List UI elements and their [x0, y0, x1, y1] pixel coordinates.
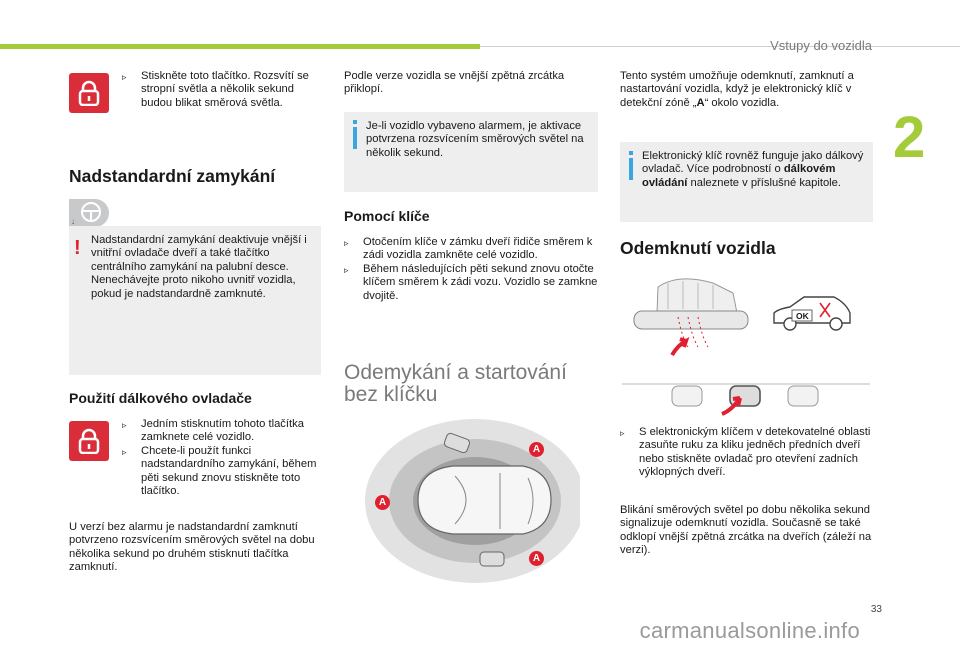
unlock-bullet: ▹ S elektronickým klíčem v detekovatelné… — [620, 426, 871, 479]
page-number: 33 — [870, 604, 882, 615]
unlock-heading: Odemknutí vozidla — [620, 238, 776, 258]
watermark: carmanualsonline.info — [639, 618, 860, 643]
deadlock-heading: Nadstandardní zamykání — [69, 166, 276, 186]
warning-icon: ! — [74, 237, 81, 259]
deadlock-warning-text: Nadstandardní zamykání deaktivuje vnější… — [91, 234, 307, 300]
key-heading: Pomocí klíče — [344, 208, 430, 224]
mirror-text: Podle verze vozidla se vnější zpětná zrc… — [344, 70, 565, 96]
remote-bullets: ▹Jedním stisknutím tohoto tlačítka zamkn… — [122, 418, 322, 498]
remote-info-box: Elektronický klíč rovněž funguje jako dá… — [620, 142, 873, 222]
ok-label: OK — [796, 311, 809, 321]
bullet-arrow-icon: ▹ — [122, 446, 127, 457]
unlock-final-text: Blikání směrových světel po dobu několik… — [620, 504, 872, 557]
list-item: ▹Chcete-li použít funkci nadstandardního… — [122, 444, 317, 498]
bullet-arrow-icon: ▹ — [620, 428, 625, 438]
info-icon — [353, 120, 357, 124]
lock-intro-bullet: ▹ Stiskněte toto tlačítko. Rozsvítí se s… — [122, 70, 309, 109]
list-item: ▹Otočením klíče v zámku dveří řidiče smě… — [344, 236, 593, 262]
info-icon — [629, 151, 633, 155]
header-divider — [480, 46, 960, 47]
steering-wheel-icon: ↓ — [69, 199, 109, 227]
alarm-info-text: Je-li vozidlo vybaveno alarmem, je aktiv… — [366, 120, 584, 159]
keyless-intro-text: Tento systém umožňuje odemknutí, zamknut… — [620, 70, 854, 109]
bullet-arrow-icon: ▹ — [344, 238, 349, 248]
lock-button-icon — [69, 421, 109, 461]
door-handle-illustration — [633, 278, 749, 357]
bullet-arrow-icon: ▹ — [122, 420, 127, 430]
zone-a-marker: A — [529, 551, 544, 566]
zone-a-marker: A — [375, 495, 390, 510]
svg-text:↓: ↓ — [71, 217, 75, 226]
alarm-note: U verzí bez alarmu je nadstandardní zamk… — [69, 521, 315, 574]
section-title: Vstupy do vozidla — [770, 38, 872, 53]
car-ok-icon — [773, 296, 851, 331]
keyless-heading: Odemykání a startování bez klíčku — [344, 361, 567, 406]
key-bullets: ▹Otočením klíče v zámku dveří řidiče smě… — [344, 236, 598, 303]
list-item: ▹Během následujících pěti sekund znovu o… — [344, 262, 598, 302]
remote-heading: Použití dálkového ovladače — [69, 390, 252, 406]
lock-button-icon — [69, 73, 109, 113]
tailgate-illustration — [622, 383, 870, 416]
list-item: ▹Jedním stisknutím tohoto tlačítka zamkn… — [122, 418, 304, 444]
bullet-arrow-icon: ▹ — [122, 72, 127, 82]
chapter-number: 2 — [893, 105, 926, 170]
alarm-info-box: Je-li vozidlo vybaveno alarmem, je aktiv… — [344, 112, 598, 192]
remote-info-text: Elektronický klíč rovněž funguje jako dá… — [642, 150, 864, 189]
detection-zone-illustration — [365, 419, 580, 583]
bullet-arrow-icon: ▹ — [344, 264, 349, 275]
section-accent-bar — [0, 44, 480, 49]
deadlock-warning-box: ! Nadstandardní zamykání deaktivuje vněj… — [69, 226, 321, 375]
zone-a-marker: A — [529, 442, 544, 457]
